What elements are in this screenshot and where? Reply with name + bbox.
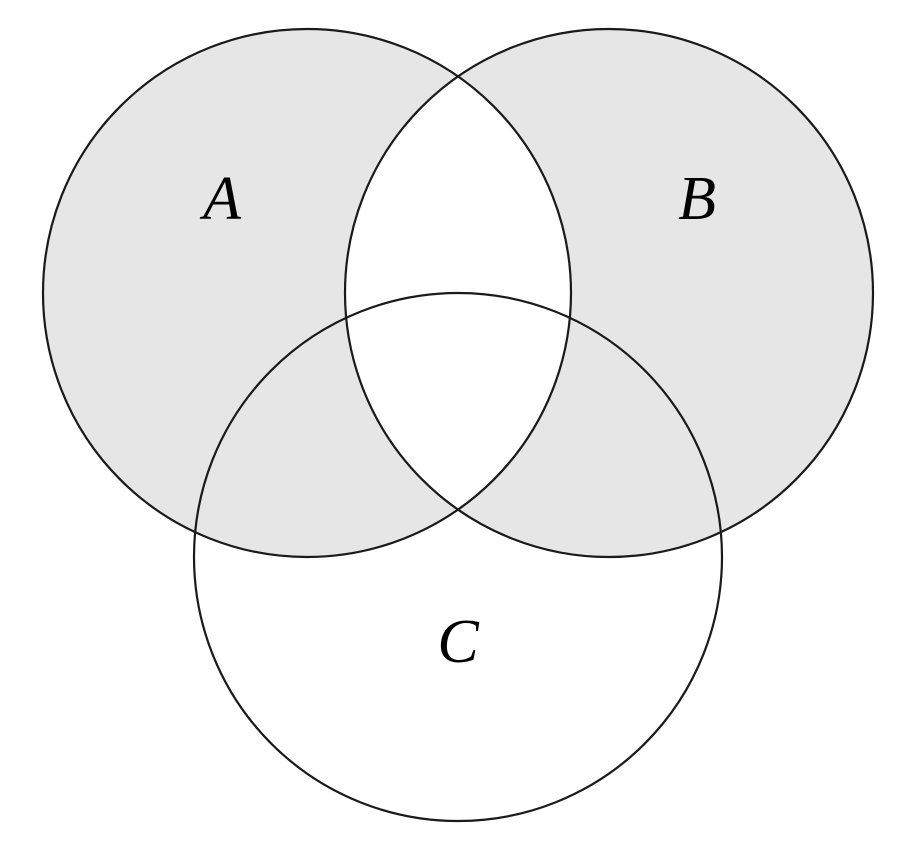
set-label-C: C	[437, 608, 479, 676]
set-circle-B	[343, 27, 875, 559]
set-circle-A	[41, 27, 573, 559]
set-circle-C	[192, 291, 724, 823]
set-label-B: B	[678, 165, 716, 233]
set-label-A: A	[199, 165, 242, 233]
